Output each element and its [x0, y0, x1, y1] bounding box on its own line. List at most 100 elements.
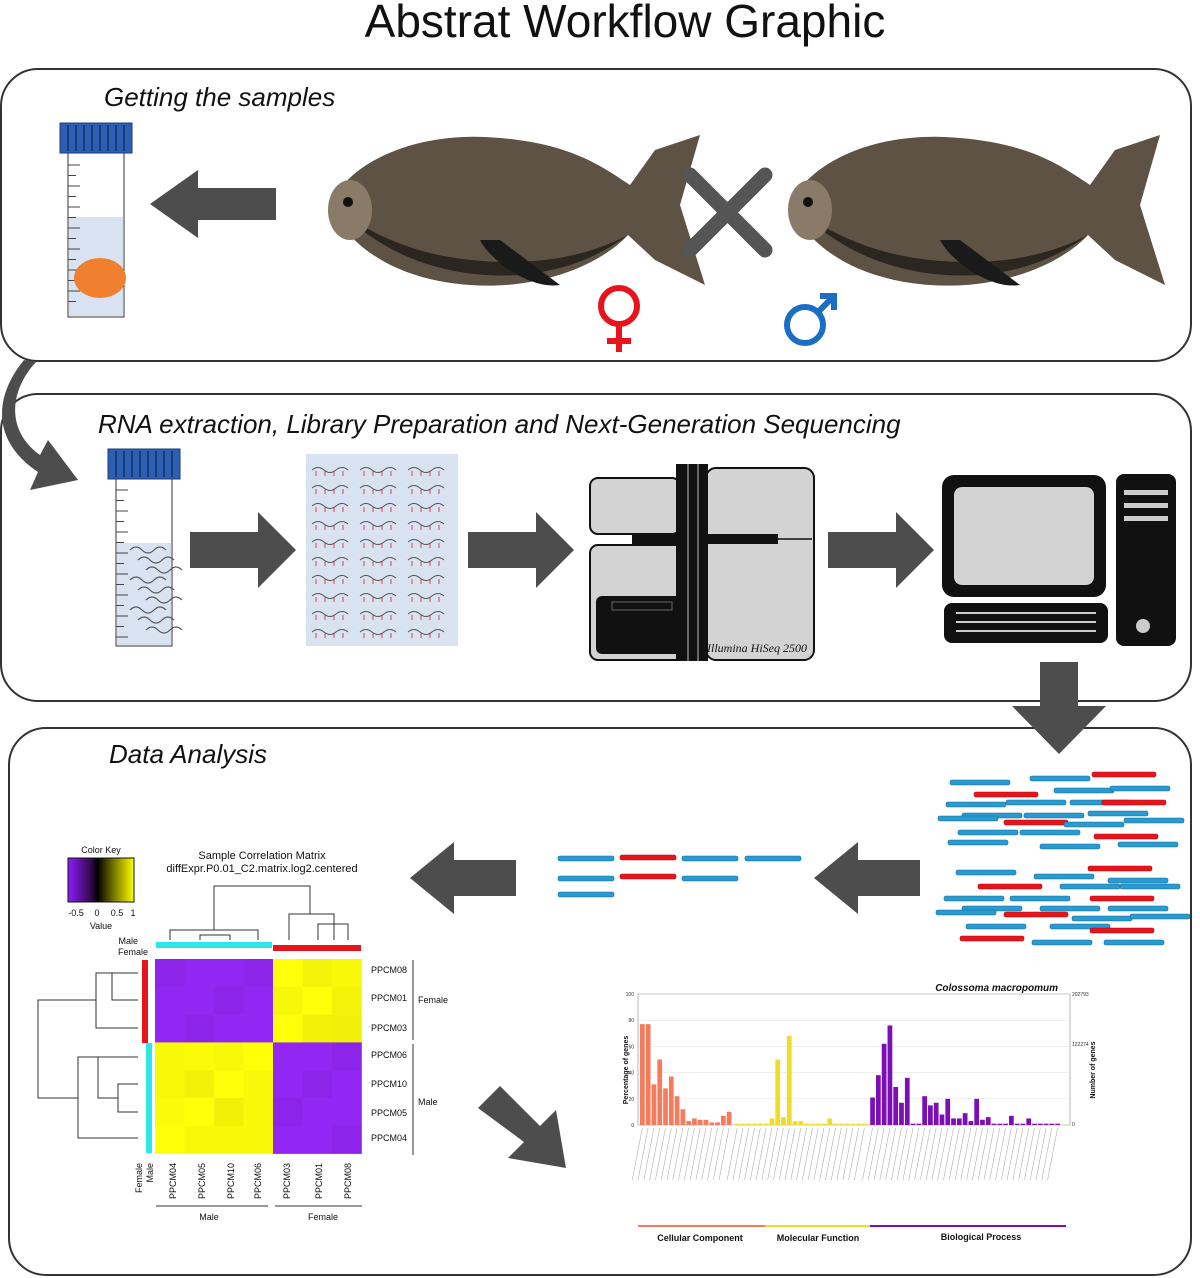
go-bar	[875, 1075, 881, 1125]
heatmap-cell	[302, 986, 333, 1015]
heatmap-cell	[184, 986, 215, 1015]
y-axis-label: Percentage of genes	[623, 1036, 630, 1105]
go-bar	[838, 1123, 844, 1125]
go-bar	[769, 1118, 775, 1125]
heatmap-cell	[332, 1014, 362, 1043]
row-label: PPCM04	[371, 1133, 407, 1143]
chart-title: Colossoma macropomum	[935, 983, 1058, 994]
go-bar	[792, 1121, 798, 1125]
row-label: PPCM01	[371, 993, 407, 1003]
arrow-left-icon	[150, 170, 276, 238]
legend-female: Female	[118, 947, 148, 957]
column-labels: PPCM04 PPCM05 PPCM10 PPCM06 PPCM03 PPCM0…	[134, 1163, 353, 1199]
female-symbol-icon	[598, 285, 640, 352]
go-bar	[740, 1123, 746, 1125]
arrow-diagonal-icon	[478, 1086, 566, 1168]
go-bar	[1009, 1115, 1014, 1125]
heatmap-cell	[273, 1042, 303, 1071]
heatmap-cell	[273, 986, 303, 1015]
arrow-down-icon	[1012, 662, 1106, 754]
group-label: Biological Process	[941, 1232, 1022, 1242]
y2-axis-label: Number of genes	[1090, 1041, 1097, 1098]
go-bar	[640, 1024, 645, 1125]
go-bar	[815, 1123, 821, 1125]
heatmap-cell	[214, 1070, 244, 1099]
heatmap-cell	[332, 1098, 362, 1127]
panel-title: RNA extraction, Library Preparation and …	[98, 409, 901, 439]
column-label: PPCM04	[168, 1163, 178, 1199]
go-bar	[1049, 1123, 1055, 1125]
heatmap-cell	[243, 1042, 274, 1071]
heatmap-cell	[184, 1014, 215, 1043]
column-dendrogram	[169, 885, 349, 940]
sequencing-reads-image	[935, 771, 1191, 946]
go-bar	[734, 1123, 740, 1125]
female-row-bar	[142, 960, 148, 1043]
male-symbol-icon	[784, 293, 837, 346]
heatmap-cell	[273, 1098, 303, 1127]
go-bar	[928, 1105, 933, 1125]
go-bar	[881, 1043, 887, 1125]
y-tick: 100	[626, 992, 635, 998]
heatmap-cell	[184, 959, 215, 988]
go-bar	[746, 1123, 752, 1125]
heatmap-cell	[302, 1070, 333, 1099]
column-label: PPCM08	[343, 1163, 353, 1199]
go-bar	[899, 1102, 904, 1125]
heatmap-cell	[155, 959, 185, 988]
color-key-tick: 1	[130, 908, 135, 918]
go-bar	[862, 1123, 867, 1125]
heatmap-cell	[243, 1070, 274, 1099]
heatmap-cell	[273, 1014, 303, 1043]
column-label: PPCM10	[226, 1163, 236, 1199]
female-column-bar	[273, 945, 361, 951]
go-bar	[933, 1102, 939, 1125]
go-bar	[904, 1077, 910, 1125]
heatmap-cell	[332, 959, 362, 988]
row-label: PPCM08	[371, 965, 407, 975]
go-bar	[715, 1122, 720, 1125]
group-label: Molecular Function	[777, 1233, 860, 1243]
go-bar	[668, 1076, 674, 1125]
heatmap-cell	[184, 1098, 215, 1127]
y2-tick: 122274	[1072, 1042, 1089, 1048]
column-group-male: Male	[199, 1212, 219, 1222]
go-bar	[651, 1084, 657, 1125]
heatmap-cell	[243, 1125, 274, 1154]
heatmap-cell	[302, 1098, 333, 1127]
go-bar	[833, 1123, 838, 1125]
arrow-left-icon	[410, 842, 516, 914]
go-bar	[916, 1123, 922, 1125]
column-label: PPCM01	[314, 1163, 324, 1199]
row-label: PPCM06	[371, 1050, 407, 1060]
go-bar	[798, 1121, 804, 1125]
go-bar	[810, 1123, 815, 1125]
go-bar	[786, 1035, 792, 1125]
row-label: PPCM05	[371, 1108, 407, 1118]
heatmap-cell	[155, 1014, 185, 1043]
heatmap-cells	[155, 959, 362, 1154]
column-label: PPCM03	[282, 1163, 292, 1199]
sequencer-label: Illumina HiSeq 2500	[706, 641, 807, 655]
go-bar	[697, 1119, 703, 1125]
heatmap-cell	[184, 1125, 215, 1154]
go-bar	[856, 1123, 862, 1125]
go-bar	[804, 1123, 809, 1125]
legend-female: Female	[134, 1163, 144, 1193]
go-bar	[726, 1111, 732, 1125]
go-bar	[674, 1096, 680, 1125]
heatmap-cell	[302, 1014, 333, 1043]
heatmap-cell	[155, 986, 185, 1015]
heatmap-cell	[302, 1042, 333, 1071]
go-bar	[968, 1121, 974, 1125]
heatmap-cell	[273, 1070, 303, 1099]
row-dendrogram	[37, 972, 138, 1139]
heatmap-cell	[332, 1125, 362, 1154]
go-bar	[703, 1119, 709, 1125]
go-bar	[757, 1123, 763, 1125]
go-bar	[720, 1115, 726, 1125]
go-bar	[951, 1118, 956, 1125]
go-bar	[645, 1024, 651, 1125]
heatmap-cell	[302, 1125, 333, 1154]
